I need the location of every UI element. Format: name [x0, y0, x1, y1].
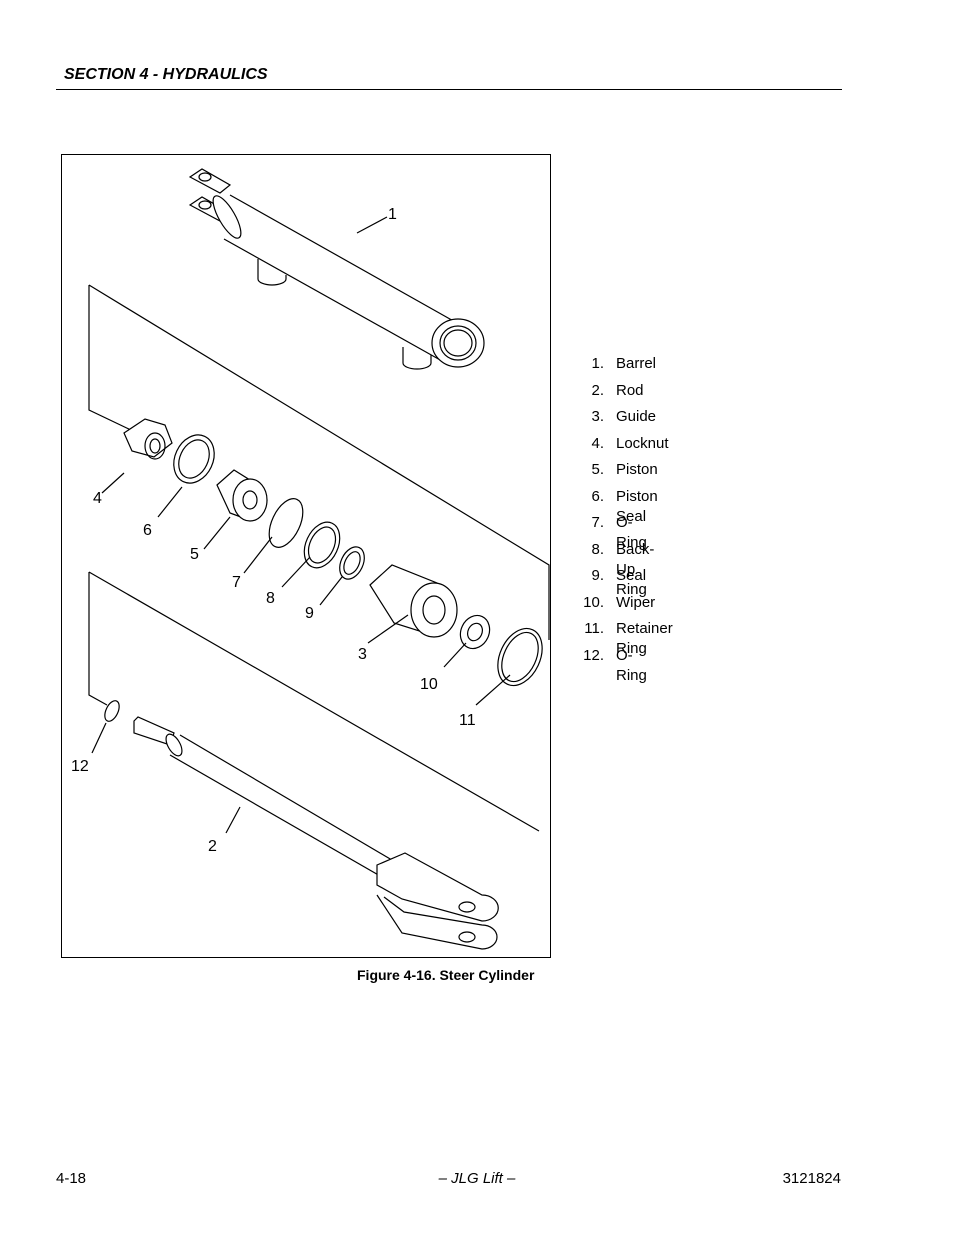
- figure-caption: Figure 4-16. Steer Cylinder: [357, 967, 535, 983]
- callout-12: 12: [71, 758, 89, 775]
- part-number: 6.: [591, 487, 604, 505]
- part-name: Retainer Ring: [616, 620, 673, 657]
- part-number: 9.: [591, 567, 604, 584]
- callout-6: 6: [143, 522, 152, 539]
- callout-4: 4: [93, 490, 102, 507]
- parts-list-item: 1. Barrel: [578, 354, 656, 381]
- parts-list-item: 5. Piston: [578, 460, 657, 487]
- part-name: Barrel: [616, 355, 657, 372]
- part-name: Back-Up Ring: [616, 540, 655, 598]
- part-name: O-Ring: [616, 514, 647, 551]
- figure-steer-cylinder: 1 2 3 4 5 6 7 8 9 10 11 12: [61, 154, 551, 958]
- part-number: 10.: [583, 593, 604, 611]
- footer-doc-number: 3121824: [782, 1170, 841, 1187]
- rod-drawing: [133, 716, 499, 950]
- part-number: 4.: [591, 434, 604, 452]
- header-rule: [56, 89, 842, 90]
- part-name: Wiper: [616, 593, 656, 611]
- part-name: Seal: [616, 567, 647, 584]
- part-name: Locknut: [616, 434, 669, 452]
- section-header: SECTION 4 - HYDRAULICS: [64, 66, 268, 83]
- callout-2: 2: [208, 838, 217, 855]
- callout-11: 11: [459, 712, 476, 729]
- callout-7: 7: [232, 574, 241, 591]
- part-name: Piston Seal: [616, 487, 658, 525]
- parts-list-item: 3. Guide: [578, 407, 656, 434]
- part-number: 5.: [591, 461, 604, 478]
- parts-list-item: 6. Piston Seal: [578, 487, 657, 525]
- callout-1: 1: [388, 206, 397, 223]
- parts-list: 1. Barrel 2. Rod 3. Guide 4. Locknut 5. Pisto…: [578, 354, 673, 684]
- part-number: 3.: [591, 408, 604, 425]
- footer-publisher: – JLG Lift –: [438, 1170, 516, 1187]
- footer-page-number: 4-18: [56, 1170, 87, 1187]
- part-name: O-Ring: [616, 646, 647, 684]
- callout-9: 9: [305, 605, 314, 622]
- part-number: 1.: [591, 355, 604, 372]
- part-number: 8.: [591, 540, 604, 558]
- part-name: Rod: [616, 381, 644, 399]
- part-number: 12.: [583, 646, 604, 664]
- part-name: Piston: [616, 461, 658, 478]
- parts-list-item: 10. Wiper: [578, 593, 655, 620]
- guide-drawing: [369, 564, 458, 638]
- parts-list-item: 9. Seal: [578, 566, 646, 593]
- parts-list-item: 4. Locknut: [578, 434, 668, 461]
- exploded-view-drawing: 1 2 3 4 5 6 7 8 9 10 11 12: [71, 168, 550, 950]
- callout-5: 5: [190, 546, 199, 563]
- barrel-drawing: [188, 168, 485, 370]
- callout-3: 3: [358, 646, 367, 663]
- parts-list-item: 8. Back-Up Ring: [578, 540, 654, 598]
- callout-10: 10: [420, 676, 438, 693]
- part-number: 2.: [591, 381, 604, 399]
- locknut-drawing: [123, 418, 173, 460]
- part-number: 11.: [584, 620, 604, 637]
- piston-drawing: [216, 469, 268, 522]
- parts-list-item: 2. Rod: [578, 381, 643, 408]
- callout-8: 8: [266, 590, 275, 607]
- part-name: Guide: [616, 408, 657, 425]
- parts-list-item: 11. Retainer Ring: [578, 619, 672, 657]
- parts-list-item: 7. O-Ring: [578, 513, 646, 551]
- part-number: 7.: [591, 514, 604, 531]
- parts-list-item: 12. O-Ring: [578, 646, 647, 684]
